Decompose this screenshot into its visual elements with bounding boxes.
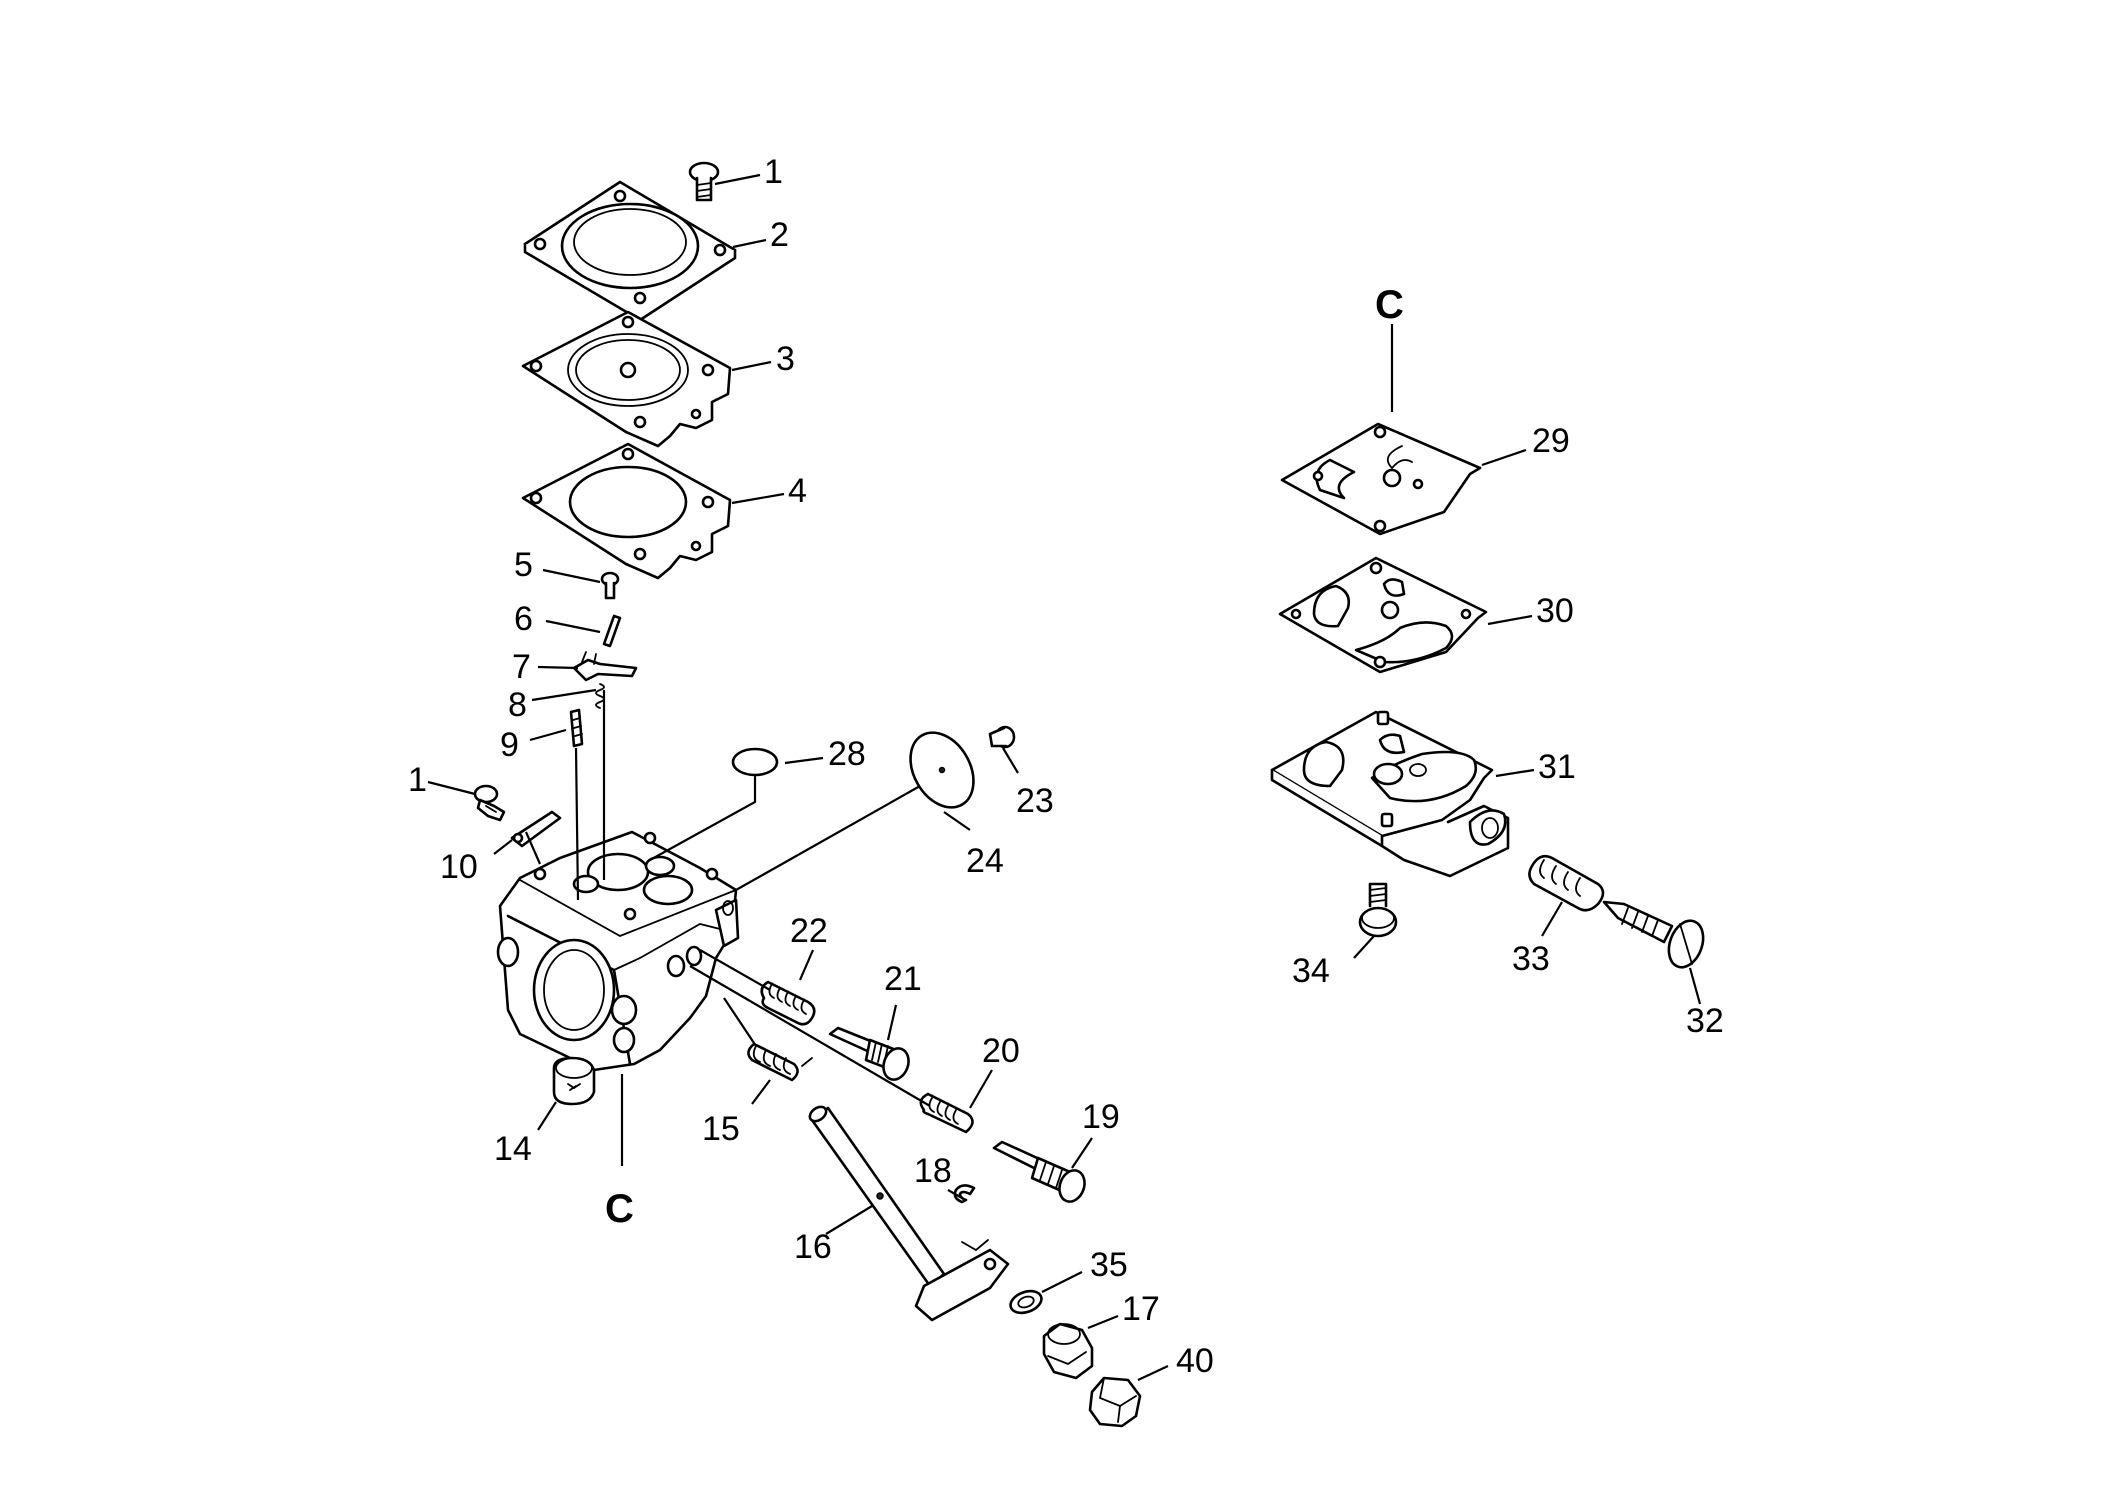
part-6-pin (602, 614, 622, 648)
callout-22: 22 (790, 912, 828, 950)
part-35-washer (1009, 1289, 1043, 1315)
callout-32: 32 (1686, 1002, 1724, 1040)
part-34-screw (1358, 882, 1398, 938)
part-32-screw (1602, 900, 1705, 969)
reference-mark-c-top: C (1375, 283, 1404, 327)
callout-16: 16 (794, 1228, 832, 1266)
leader-lines-left (427, 173, 1169, 1381)
callout-28: 28 (828, 735, 866, 773)
callout-19: 19 (1082, 1098, 1120, 1136)
callout-18: 18 (914, 1152, 952, 1190)
part-22-spring (760, 980, 816, 1026)
part-2-pump-cover (523, 180, 737, 322)
part-40-nut (1088, 1376, 1142, 1428)
callout-23: 23 (1016, 782, 1054, 820)
callout-9: 9 (500, 726, 519, 764)
callout-24: 24 (966, 842, 1004, 880)
leader-lines-right (1353, 324, 1702, 1005)
callout-17: 17 (1122, 1290, 1160, 1328)
callout-8: 8 (508, 686, 527, 724)
part-18-clip (953, 1184, 976, 1204)
callout-2: 2 (770, 216, 789, 254)
callout-1-side: 1 (408, 761, 427, 799)
callout-31: 31 (1538, 748, 1576, 786)
part-33-spring (1528, 854, 1605, 912)
callout-7: 7 (512, 648, 531, 686)
part-16-throttle-shaft (808, 1105, 1010, 1322)
callout-40: 40 (1176, 1342, 1214, 1380)
part-5-screw (600, 571, 620, 600)
part-31-pump-body (1270, 710, 1510, 878)
part-4-gasket (521, 442, 732, 580)
callout-20: 20 (982, 1032, 1020, 1070)
callout-35: 35 (1090, 1246, 1128, 1284)
callout-15: 15 (702, 1110, 740, 1148)
callout-1-top: 1 (764, 153, 783, 191)
callout-29: 29 (1532, 422, 1570, 460)
part-20-spring (919, 1092, 974, 1134)
part-28-welch-plug (731, 747, 779, 777)
callout-30: 30 (1536, 592, 1574, 630)
part-7-control-lever (572, 651, 638, 682)
callout-4: 4 (788, 472, 807, 510)
part-23-screw (988, 725, 1016, 749)
callout-labels: 1 2 3 4 5 6 7 8 9 1 10 28 23 24 22 21 20… (408, 153, 1724, 1380)
part-29-gasket (1280, 422, 1482, 536)
part-1-screw-top (688, 161, 720, 202)
callout-33: 33 (1512, 940, 1550, 978)
part-14-cap (552, 1056, 596, 1106)
part-17-bushing (1042, 1322, 1094, 1380)
part-3-pump-diaphragm (521, 310, 732, 448)
part-1-screw-side (473, 784, 506, 822)
part-15-spring (747, 1042, 813, 1082)
callout-14: 14 (494, 1130, 532, 1168)
callout-3: 3 (776, 340, 795, 378)
part-30-gasket (1278, 556, 1488, 674)
part-10-plate (510, 810, 562, 848)
part-8-spring (595, 683, 605, 709)
callout-5: 5 (514, 546, 533, 584)
part-24-throttle-valve (909, 731, 975, 809)
callout-10: 10 (440, 848, 478, 886)
callout-21: 21 (884, 960, 922, 998)
part-21-adjusting-screw (828, 1026, 910, 1081)
part-19-adjusting-screw (992, 1140, 1086, 1203)
reference-mark-c-bottom: C (605, 1187, 634, 1231)
part-9-needle (569, 708, 584, 748)
callout-6: 6 (514, 600, 533, 638)
callout-34: 34 (1292, 952, 1330, 990)
